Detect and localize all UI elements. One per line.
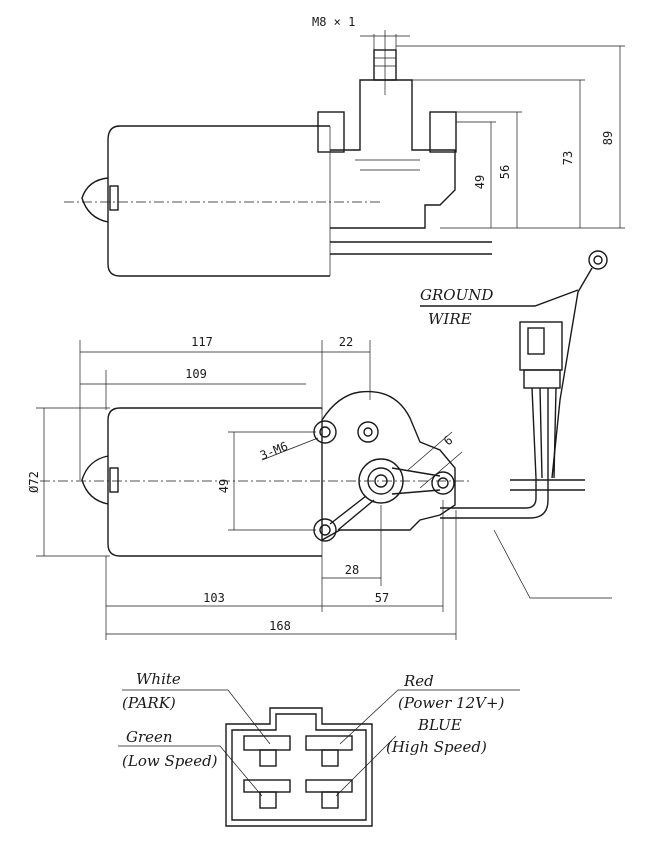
- height-label: 49: [217, 479, 231, 493]
- width-57: 57: [375, 591, 389, 605]
- end-bearing-top: [81, 177, 109, 223]
- width-168: 168: [269, 619, 291, 633]
- width-28: 28: [345, 563, 359, 577]
- red-desc: (Power 12V+): [398, 694, 505, 712]
- gearbox-plate: [321, 390, 456, 542]
- connector-housing: [225, 707, 373, 827]
- thread-label: M8 × 1: [312, 15, 355, 29]
- end-bearing-front: [81, 455, 109, 505]
- pin-blue: [305, 779, 353, 809]
- height-49: 49: [473, 175, 487, 189]
- width-22: 22: [339, 335, 353, 349]
- height-89: 89: [601, 131, 615, 145]
- output-gear: [358, 458, 404, 504]
- pin-green: [243, 779, 291, 809]
- green-desc: (Low Speed): [122, 752, 218, 770]
- connector-pinout: White (PARK) Green (Low Speed) Red (Powe…: [118, 670, 520, 827]
- ground-wire: GROUND WIRE: [420, 250, 608, 479]
- hole-label: 3-M6: [258, 439, 290, 463]
- motor-body-front: [107, 407, 322, 557]
- diameter-label: Ø72: [27, 471, 41, 493]
- red-label: Red: [403, 672, 434, 690]
- blue-desc: (High Speed): [386, 738, 487, 756]
- width-117: 117: [191, 335, 213, 349]
- blue-label: BLUE: [417, 716, 462, 734]
- gearbox-top: [330, 79, 456, 229]
- green-label: Green: [126, 728, 173, 746]
- white-label: White: [136, 670, 181, 688]
- ground-label-1: GROUND: [420, 286, 493, 304]
- height-56: 56: [498, 165, 512, 179]
- harness-plug: [440, 321, 585, 519]
- mount-hole-3: [357, 421, 379, 443]
- pin-red: [305, 735, 353, 767]
- small-label: 6: [441, 433, 456, 448]
- crank-arm: [391, 467, 441, 495]
- ground-label-2: WIRE: [428, 310, 472, 328]
- front-view: 117 109 22 Ø72 49 3-M6 6 28 103 57 168: [27, 335, 612, 640]
- width-109: 109: [185, 367, 207, 381]
- white-desc: (PARK): [122, 694, 176, 712]
- top-view: M8 × 1 89 73 56 49: [64, 15, 625, 277]
- motor-body-top: [107, 125, 330, 277]
- width-103: 103: [203, 591, 225, 605]
- plug-body: [519, 321, 563, 371]
- mount-hole-1: [313, 420, 337, 444]
- height-73: 73: [561, 151, 575, 165]
- pin-white: [243, 735, 291, 767]
